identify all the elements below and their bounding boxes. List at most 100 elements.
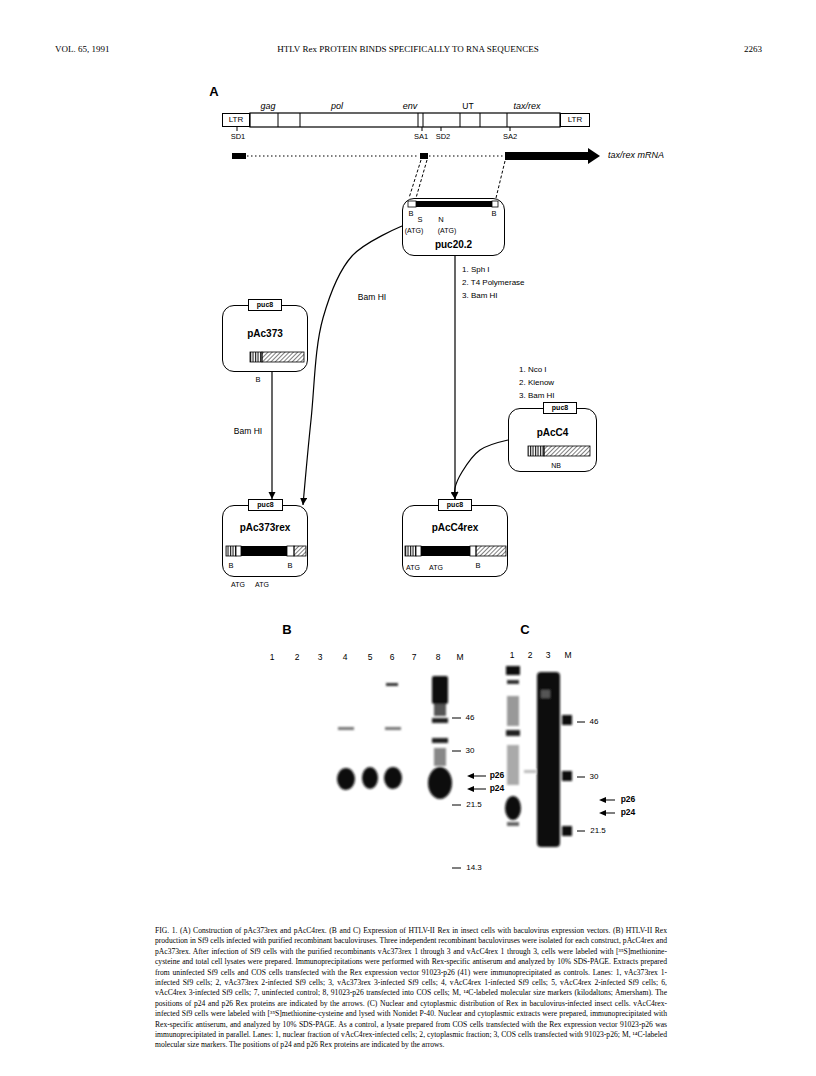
step-label: 3. Bam HI <box>462 292 498 301</box>
site-label: N <box>438 216 443 224</box>
protein-label: p24 <box>621 808 636 817</box>
site-label: ATG <box>231 581 245 589</box>
site-label: B <box>491 210 496 218</box>
size-marker: 21.5 <box>466 801 482 810</box>
running-head: HTLV Rex PROTEIN BINDS SPECIFICALLY TO R… <box>277 45 539 55</box>
node-text: pAcC4 <box>537 427 569 438</box>
site-label: B <box>228 562 233 570</box>
gene-name: pol <box>331 102 343 112</box>
site-label: (ATG) <box>405 227 424 235</box>
node-text: puc8 <box>257 501 273 509</box>
exon-bar <box>420 153 428 159</box>
insert-end <box>236 546 241 556</box>
gel-band <box>506 730 520 736</box>
arrow-head <box>467 773 474 792</box>
size-marker: 46 <box>590 718 599 727</box>
site-label: ATG <box>429 564 443 572</box>
size-marker: 21.5 <box>590 827 606 836</box>
insert-end <box>416 546 421 556</box>
lane-number: 3 <box>318 653 323 662</box>
gel-band <box>362 767 378 789</box>
intron-dots <box>247 155 419 156</box>
step-label: 2. T4 Polymerase <box>462 279 525 288</box>
lane-number: 8 <box>436 653 441 662</box>
step-label: 1. Sph I <box>462 266 490 275</box>
vector-box: puc8 <box>248 499 283 511</box>
ltr-box: LTR <box>560 113 590 127</box>
intron-dots <box>429 155 504 156</box>
node-text: puc8 <box>552 404 568 412</box>
gel-band <box>384 767 402 789</box>
subclone-lines <box>409 160 505 198</box>
size-marker: 30 <box>590 773 599 782</box>
exon-bar <box>232 153 246 159</box>
splice-ticks <box>237 127 510 131</box>
size-marker: 46 <box>466 714 475 723</box>
insert-end <box>492 201 498 207</box>
node-text: LTR <box>229 116 244 125</box>
plasmid-box: puc20.2 <box>402 198 505 256</box>
node-text: puc8 <box>257 301 273 309</box>
step-label: 3. Bam HI <box>519 392 555 401</box>
genome-bar <box>250 113 560 127</box>
gel-smear <box>434 704 446 716</box>
site-label: ATG <box>406 564 420 572</box>
gene-name: tax/rex <box>513 102 540 112</box>
insert-end <box>470 546 476 556</box>
lane-number: 6 <box>390 653 395 662</box>
exon-arrow <box>505 148 600 164</box>
promoter-bar <box>226 546 236 556</box>
vector-bar <box>262 352 304 362</box>
enzyme-label: Bam HI <box>357 293 387 302</box>
insert-bar <box>241 546 287 556</box>
mrna-label: tax/rex mRNA <box>608 151 664 161</box>
ltr-box: LTR <box>222 113 250 127</box>
band-arrow <box>472 776 486 789</box>
vector-bar <box>544 446 590 456</box>
site-label: B <box>287 562 292 570</box>
gel-smear <box>537 672 560 847</box>
lane-number: 5 <box>368 653 373 662</box>
gel-band <box>428 767 452 799</box>
lane-number: 2 <box>295 653 300 662</box>
lane-number: M <box>456 653 463 662</box>
gel-band <box>432 676 448 704</box>
marker-band <box>562 715 572 725</box>
site-label: ATG <box>255 581 269 589</box>
gel-band <box>338 727 354 730</box>
vector-bar <box>476 546 506 556</box>
site-label: (ATG) <box>438 227 457 235</box>
running-head: VOL. 65, 1991 <box>55 45 110 55</box>
step-label: 2. Klenow <box>519 379 554 388</box>
splice-site: SA1 <box>414 133 428 141</box>
node-text: pAc373rex <box>240 522 291 533</box>
gel-band <box>386 683 398 686</box>
lane-number: M <box>564 651 571 660</box>
construction-arrow <box>454 256 455 499</box>
gel-band <box>506 666 520 675</box>
gel-band <box>337 768 355 790</box>
insert-bar <box>416 201 492 207</box>
promoter-bar <box>528 446 544 456</box>
construction-arrow <box>271 372 272 499</box>
lane-number: 4 <box>343 653 348 662</box>
running-head: 2263 <box>744 45 762 55</box>
step-label: 1. Nco I <box>519 366 547 375</box>
node-text: puc20.2 <box>435 239 472 250</box>
node-text: puc8 <box>447 501 463 509</box>
gene-name: gag <box>260 102 275 112</box>
size-marker: 14.3 <box>466 864 482 873</box>
gene-dividers <box>278 113 507 127</box>
protein-label: p26 <box>621 795 636 804</box>
marker-band <box>562 826 572 836</box>
promoter-bar <box>405 546 416 556</box>
lane-number: 7 <box>412 653 417 662</box>
gel-band <box>432 718 448 723</box>
gel-band <box>505 796 521 820</box>
vector-box: puc8 <box>248 299 282 311</box>
lane-number: 1 <box>510 651 515 660</box>
node-text: pAcC4rex <box>432 522 479 533</box>
gel-smear <box>434 748 446 766</box>
